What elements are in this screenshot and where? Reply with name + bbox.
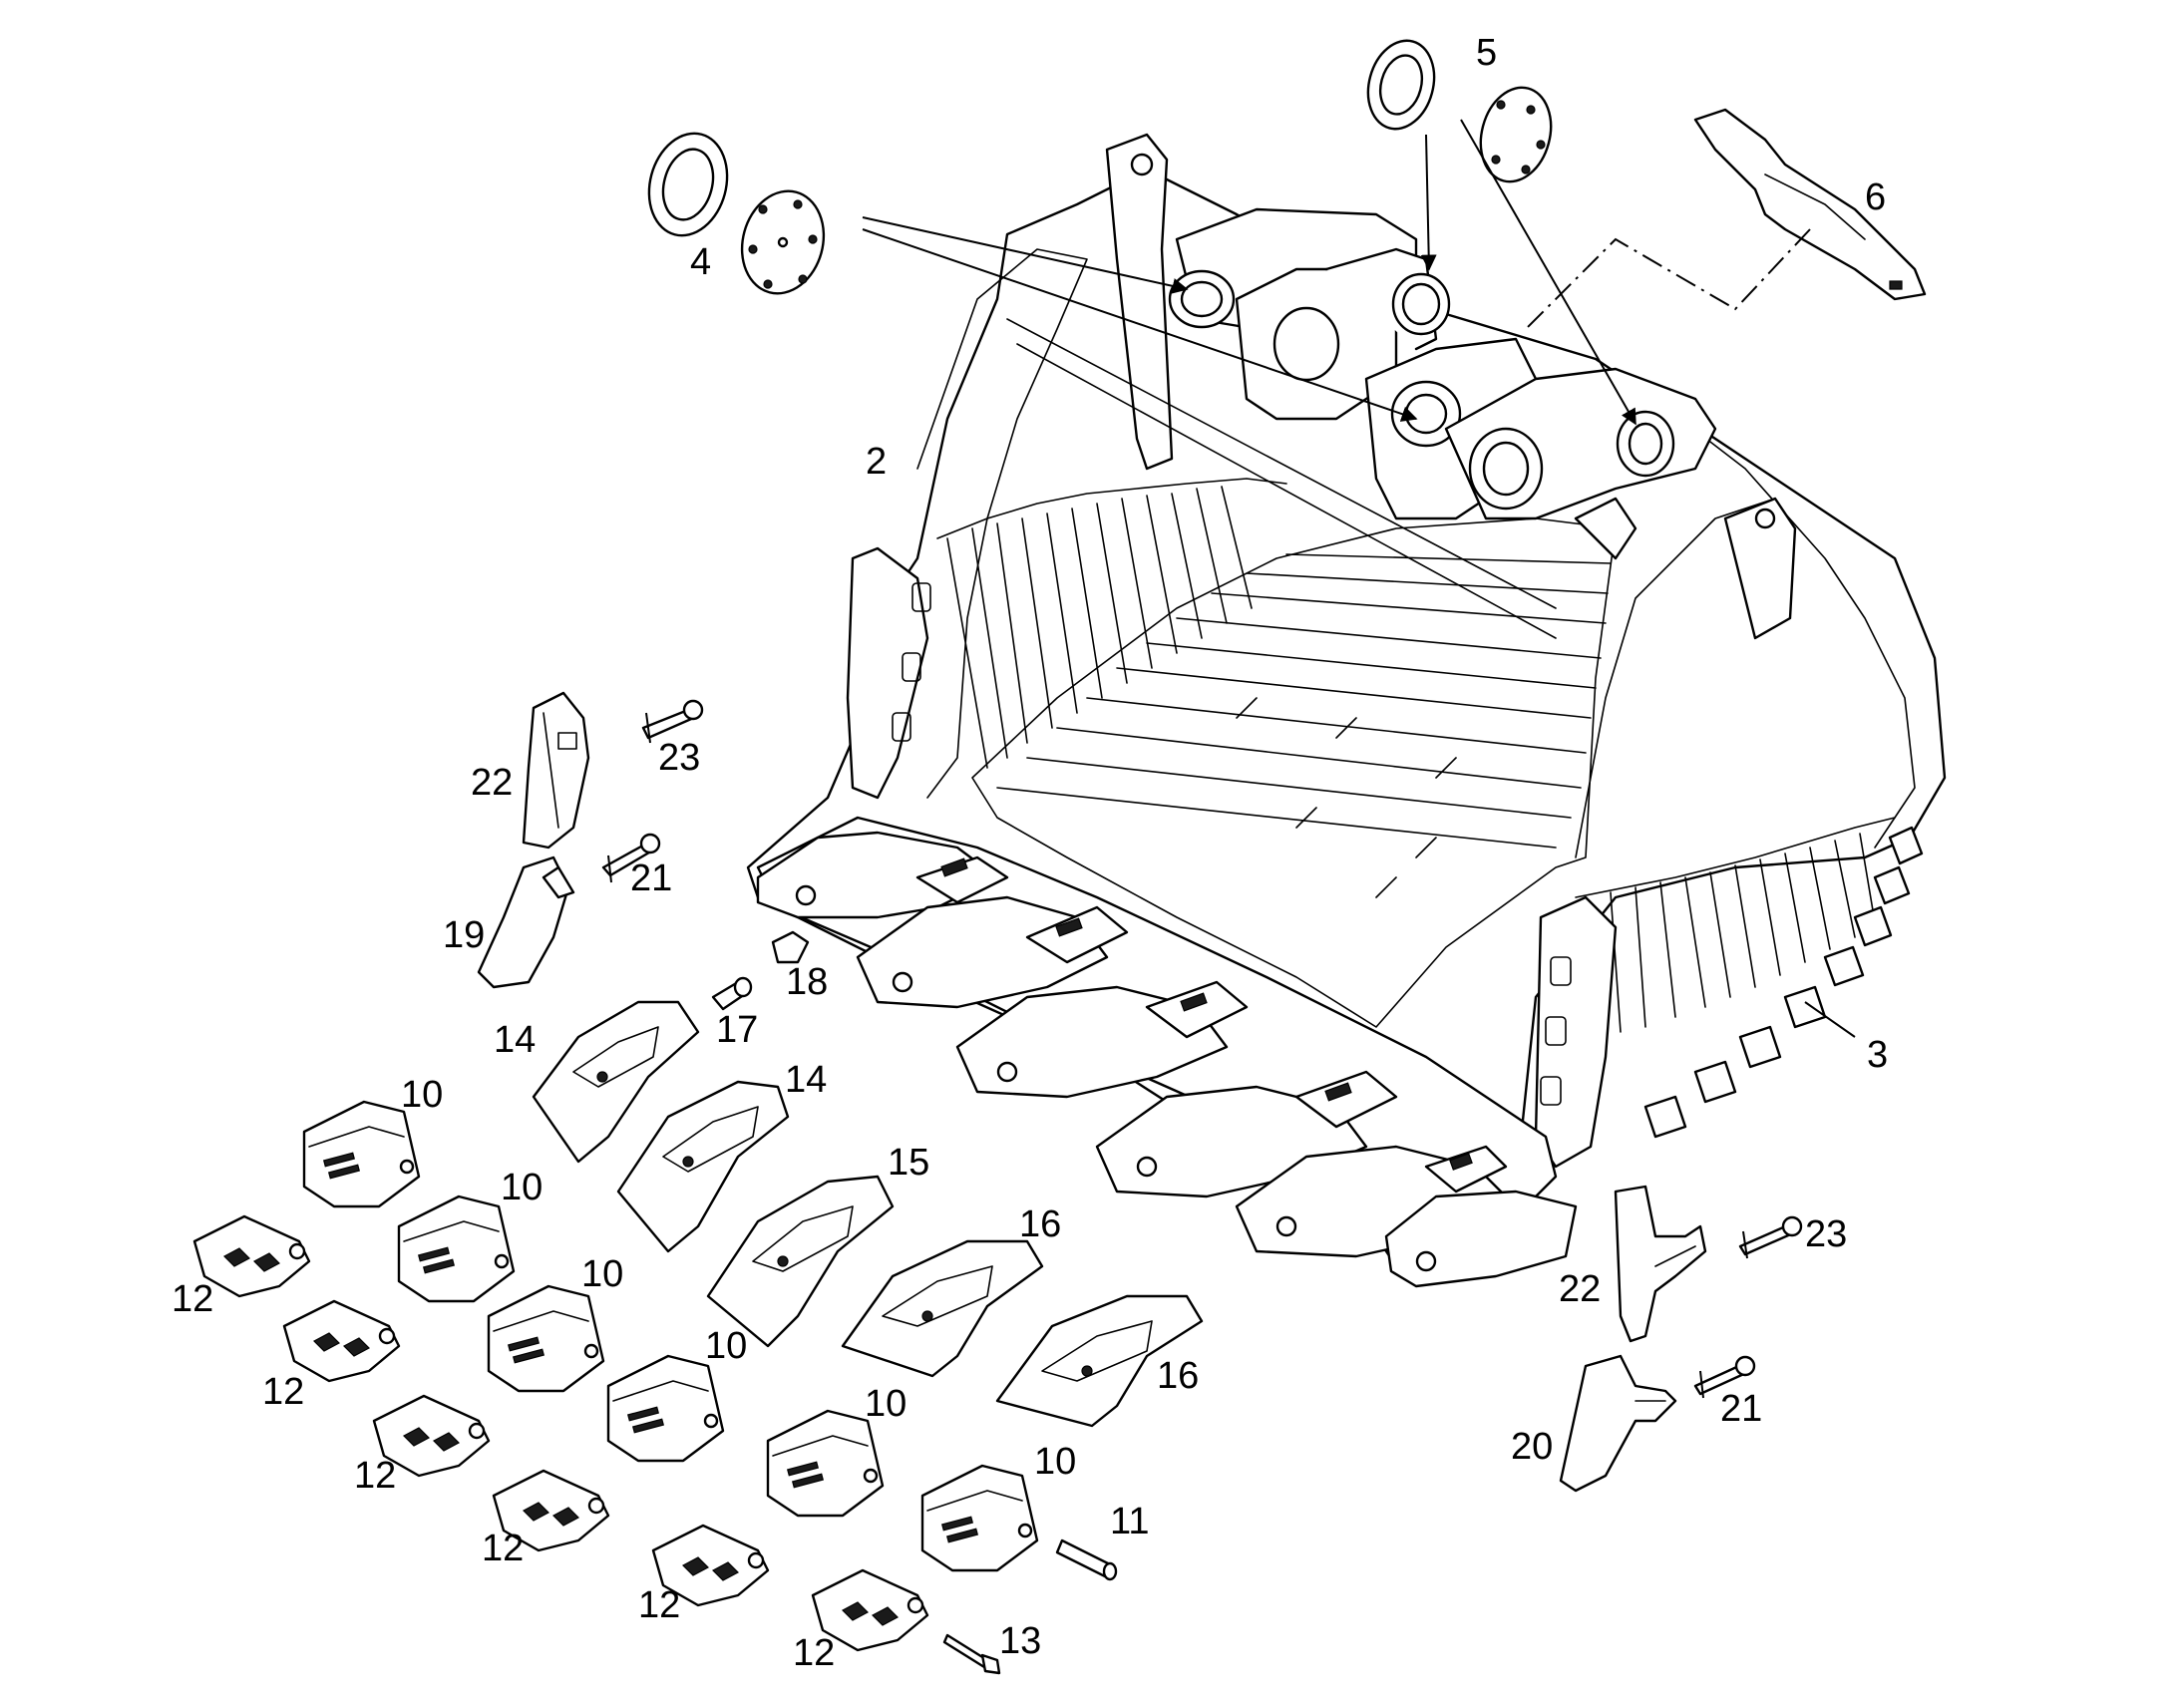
part-21-bolt-right bbox=[1693, 1355, 1756, 1399]
part-19-left-shroud bbox=[477, 855, 575, 989]
part-4-ring-and-cover bbox=[647, 132, 826, 295]
callout-3: 3 bbox=[1867, 1034, 1888, 1076]
callout-12: 12 bbox=[638, 1584, 680, 1626]
callout-16: 16 bbox=[1019, 1203, 1061, 1245]
callout-14: 14 bbox=[494, 1019, 536, 1061]
part-14-cap-b bbox=[616, 1080, 790, 1253]
callout-5: 5 bbox=[1476, 32, 1497, 74]
part-12-lock-2 bbox=[282, 1299, 401, 1383]
part-12-lock-1 bbox=[192, 1214, 311, 1298]
callout-19: 19 bbox=[443, 914, 485, 956]
part-12-lock-5 bbox=[651, 1524, 770, 1607]
callout-10: 10 bbox=[1034, 1441, 1076, 1483]
callout-13: 13 bbox=[999, 1620, 1041, 1662]
callout-12: 12 bbox=[793, 1632, 835, 1674]
part-13-bolt bbox=[942, 1633, 1001, 1675]
bucket-body bbox=[746, 133, 1947, 1288]
callout-12: 12 bbox=[354, 1455, 396, 1497]
part-10-tooth-1 bbox=[302, 1100, 421, 1208]
part-10-tooth-4 bbox=[606, 1354, 725, 1463]
callout-10: 10 bbox=[401, 1074, 443, 1116]
part-12-lock-6 bbox=[811, 1568, 929, 1652]
callout-10: 10 bbox=[705, 1325, 747, 1367]
part-14-cap-a bbox=[532, 1000, 700, 1164]
part-12-lock-3 bbox=[372, 1394, 491, 1478]
part-20-right-shroud bbox=[1559, 1354, 1677, 1493]
callout-14: 14 bbox=[785, 1059, 827, 1101]
part-11-pin bbox=[1055, 1538, 1118, 1581]
callout-2: 2 bbox=[866, 441, 887, 483]
part-12-lock-4 bbox=[492, 1469, 610, 1552]
part-23-bolt-left bbox=[641, 699, 704, 744]
callout-10: 10 bbox=[581, 1253, 623, 1295]
callout-10: 10 bbox=[865, 1383, 907, 1425]
part-16-cap-b bbox=[995, 1294, 1204, 1428]
callout-21: 21 bbox=[1720, 1388, 1762, 1430]
callout-6: 6 bbox=[1865, 176, 1886, 218]
adapters bbox=[756, 831, 1578, 1288]
callout-11: 11 bbox=[1110, 1501, 1149, 1542]
callout-20: 20 bbox=[1511, 1426, 1553, 1468]
part-10-tooth-6 bbox=[920, 1464, 1039, 1572]
callout-18: 18 bbox=[786, 961, 828, 1003]
callout-22: 22 bbox=[471, 762, 513, 804]
hinge-lugs bbox=[1006, 133, 1797, 640]
part-18-retainer bbox=[771, 930, 810, 964]
callout-23: 23 bbox=[658, 737, 700, 779]
callout-16: 16 bbox=[1157, 1355, 1199, 1397]
part-23-bolt-right bbox=[1738, 1215, 1803, 1259]
callout-23: 23 bbox=[1805, 1213, 1847, 1255]
callout-15: 15 bbox=[888, 1142, 929, 1184]
part-21-bolt-left bbox=[601, 833, 661, 883]
part-15-cap bbox=[706, 1175, 895, 1348]
part-6-top-guard bbox=[1693, 108, 1927, 301]
part-10-tooth-5 bbox=[766, 1409, 885, 1518]
callout-4: 4 bbox=[690, 241, 711, 283]
part-16-cap-a bbox=[841, 1239, 1044, 1378]
callout-22: 22 bbox=[1559, 1268, 1601, 1310]
callout-17: 17 bbox=[716, 1009, 758, 1051]
part-10-tooth-3 bbox=[487, 1284, 605, 1393]
callout-12: 12 bbox=[482, 1528, 524, 1569]
part-22-left-guard bbox=[522, 691, 590, 850]
part-22-right-guard bbox=[1614, 1185, 1707, 1343]
callout-12: 12 bbox=[262, 1371, 304, 1413]
part-5-ring-and-cover bbox=[1366, 39, 1553, 183]
callout-10: 10 bbox=[501, 1167, 543, 1208]
part-10-tooth-2 bbox=[397, 1195, 516, 1303]
callout-labels: 2 3 4 5 6 10 10 10 10 10 10 11 12 12 12 … bbox=[172, 32, 1888, 1674]
callout-12: 12 bbox=[172, 1278, 213, 1320]
callout-21: 21 bbox=[630, 857, 672, 899]
part-17-pin bbox=[711, 976, 753, 1011]
